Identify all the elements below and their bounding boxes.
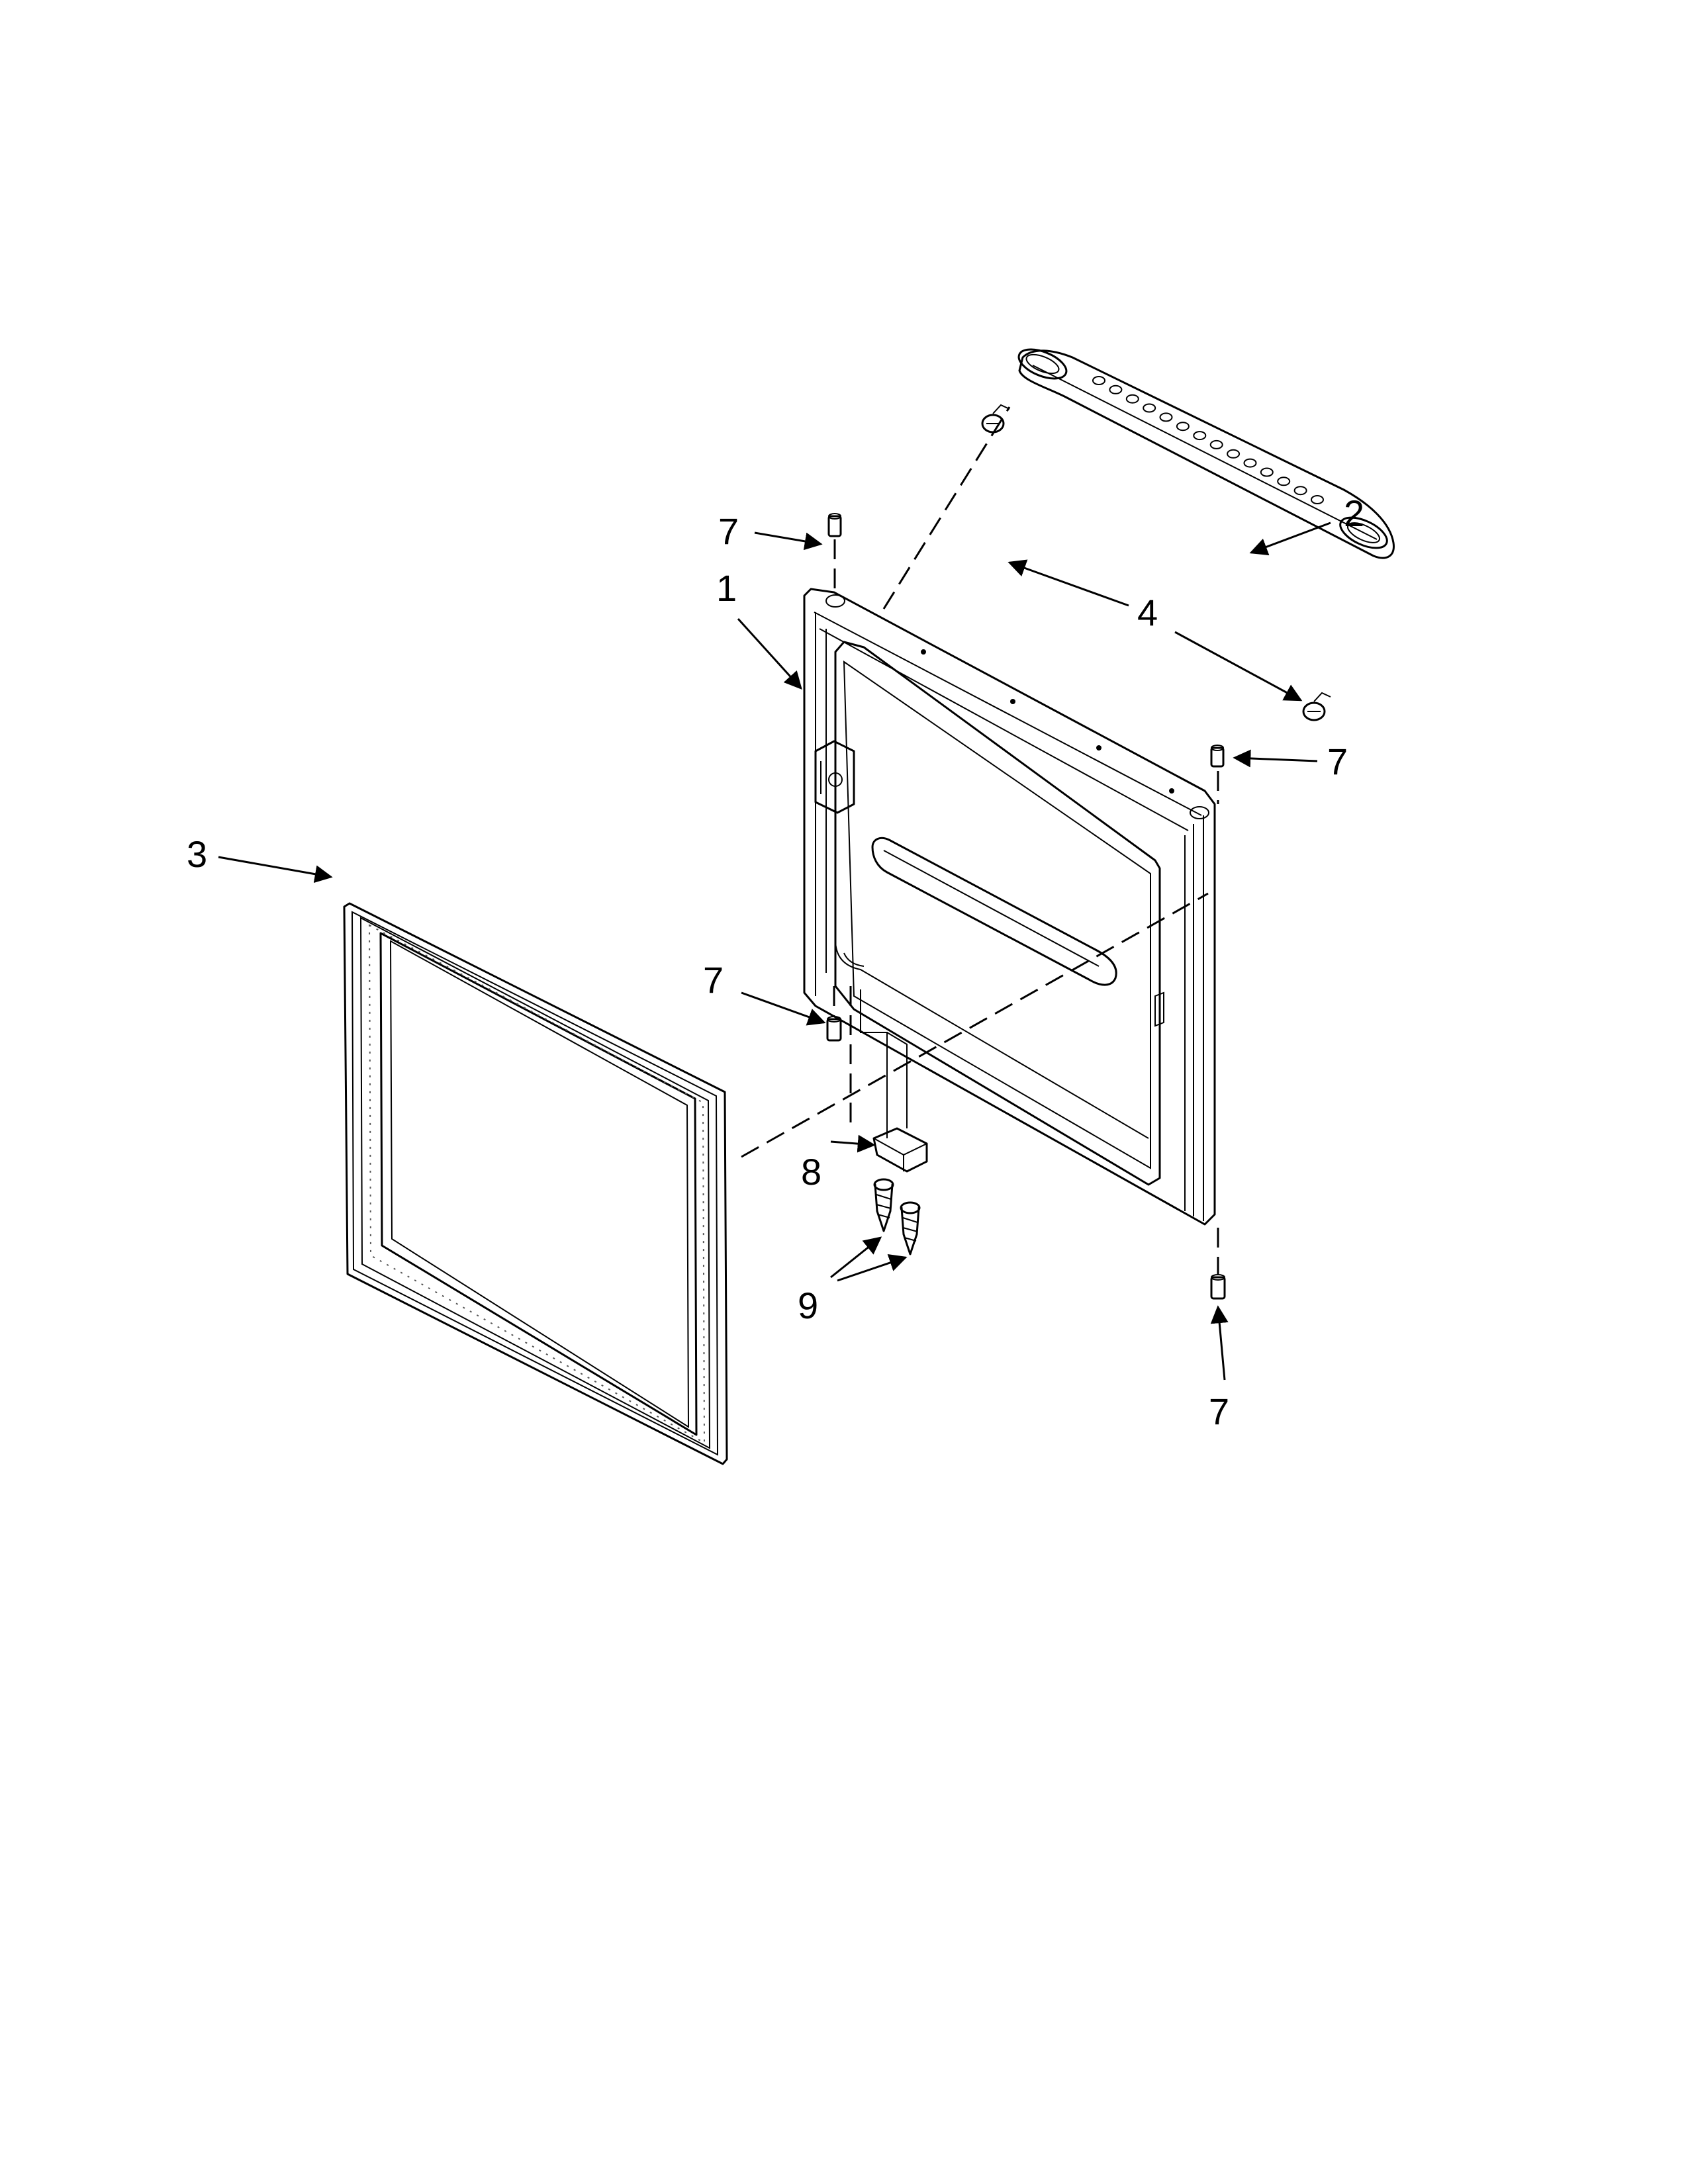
door-handle <box>1017 348 1395 559</box>
handle-grip-hole <box>1277 477 1291 486</box>
callout-7-right: 7 <box>1327 741 1348 782</box>
handle-grip-hole <box>1260 467 1274 477</box>
callout-9: 9 <box>798 1285 818 1326</box>
leader-lines <box>218 522 1331 1381</box>
handle-grip-hole <box>1159 412 1173 422</box>
handle-grip-hole <box>1193 431 1207 441</box>
door-gasket <box>343 902 728 1465</box>
plug-top-right <box>1210 745 1225 768</box>
plug-top-left <box>827 513 842 537</box>
handle-grip-hole <box>1109 385 1123 394</box>
handle-stud-lower <box>1302 692 1331 721</box>
handle-grip-hole <box>1176 422 1190 432</box>
hinge-bracket <box>872 1127 928 1173</box>
door-assembly <box>803 588 1216 1226</box>
handle-grip-hole <box>1227 449 1241 459</box>
handle-grip-hole <box>1293 486 1307 496</box>
handle-grip-hole <box>1125 394 1139 404</box>
callout-8: 8 <box>801 1151 821 1193</box>
handle-grip-hole <box>1311 495 1324 504</box>
plug-bottom-right <box>1210 1274 1226 1300</box>
assembly-lines <box>741 406 1219 1274</box>
callout-1: 1 <box>716 567 737 609</box>
screw-upper <box>873 1178 894 1232</box>
callout-7-lower-left: 7 <box>703 959 724 1001</box>
screw-lower <box>900 1201 921 1255</box>
callout-2: 2 <box>1344 492 1364 534</box>
callout-4: 4 <box>1137 592 1158 633</box>
handle-grip-hole <box>1243 458 1257 468</box>
handle-grip-hole <box>1143 403 1156 413</box>
callout-7-bottom-right: 7 <box>1209 1390 1229 1432</box>
handle-grip-hole <box>1092 376 1105 385</box>
plug-bottom-left <box>826 1016 842 1042</box>
callout-7-top-left: 7 <box>718 510 739 552</box>
handle-grip-hole <box>1209 439 1223 449</box>
callout-3: 3 <box>187 833 207 875</box>
